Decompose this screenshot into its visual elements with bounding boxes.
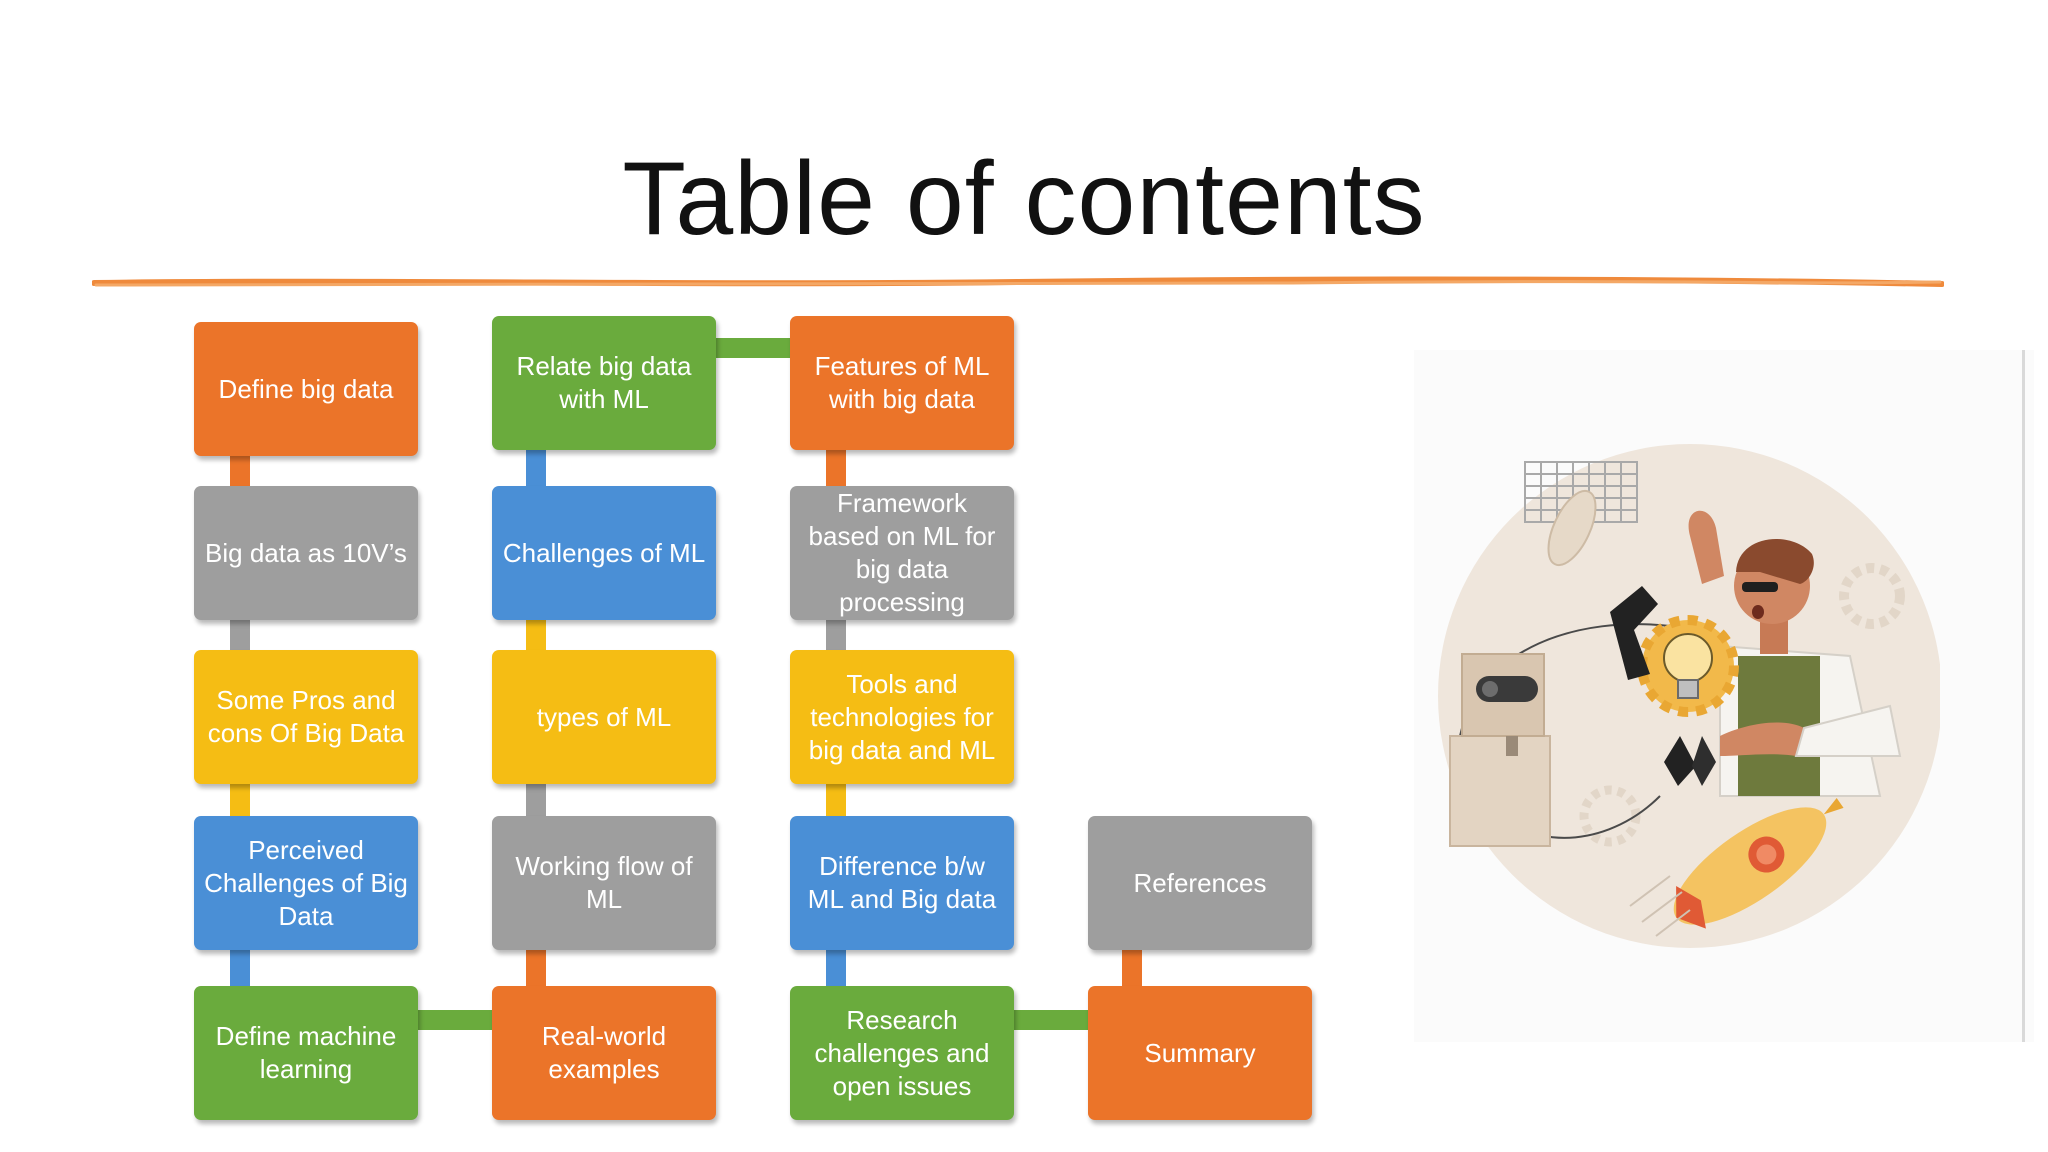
- toc-item-define-ml[interactable]: Define machine learning: [194, 986, 418, 1120]
- scientist-illustration-icon: [1438, 444, 1940, 948]
- toc-item-real-world-examples[interactable]: Real-world examples: [492, 986, 716, 1120]
- connector-c2-3: [526, 784, 546, 816]
- toc-item-perceived-challenges[interactable]: Perceived Challenges of Big Data: [194, 816, 418, 950]
- connector-h-col3-col4-bottom: [1012, 1010, 1090, 1030]
- connector-h-col2-col3-top: [716, 338, 790, 358]
- connector-c3-1: [826, 450, 846, 486]
- connector-c4-1: [1122, 950, 1142, 986]
- connector-c1-1: [230, 456, 250, 486]
- toc-item-challenges-ml[interactable]: Challenges of ML: [492, 486, 716, 620]
- toc-item-big-data-10vs[interactable]: Big data as 10V’s: [194, 486, 418, 620]
- connector-c1-4: [230, 950, 250, 986]
- toc-item-relate-big-data-ml[interactable]: Relate big data with ML: [492, 316, 716, 450]
- connector-c3-3: [826, 784, 846, 816]
- toc-item-features-ml-big-data[interactable]: Features of ML with big data: [790, 316, 1014, 450]
- toc-item-summary[interactable]: Summary: [1088, 986, 1312, 1120]
- toc-item-define-big-data[interactable]: Define big data: [194, 322, 418, 456]
- connector-c3-2: [826, 620, 846, 650]
- connector-h-col1-col2-bottom: [418, 1010, 492, 1030]
- page-title: Table of contents: [622, 141, 1426, 257]
- connector-c2-4: [526, 950, 546, 986]
- toc-item-pros-cons-big-data[interactable]: Some Pros and cons Of Big Data: [194, 650, 418, 784]
- connector-c3-4: [826, 950, 846, 986]
- connector-c1-3: [230, 784, 250, 816]
- toc-item-difference-ml-big-data[interactable]: Difference b/w ML and Big data: [790, 816, 1014, 950]
- toc-item-framework-ml-big-data[interactable]: Framework based on ML for big data proce…: [790, 486, 1014, 620]
- illustration-panel-edge: [2022, 350, 2025, 1042]
- connector-c2-2: [526, 620, 546, 650]
- toc-item-working-flow-ml[interactable]: Working flow of ML: [492, 816, 716, 950]
- toc-item-research-challenges[interactable]: Research challenges and open issues: [790, 986, 1014, 1120]
- toc-item-types-ml[interactable]: types of ML: [492, 650, 716, 784]
- connector-c1-2: [230, 620, 250, 650]
- toc-item-references[interactable]: References: [1088, 816, 1312, 950]
- title-underline: [92, 276, 1944, 287]
- toc-item-tools-technologies[interactable]: Tools and technologies for big data and …: [790, 650, 1014, 784]
- connector-c2-1: [526, 450, 546, 486]
